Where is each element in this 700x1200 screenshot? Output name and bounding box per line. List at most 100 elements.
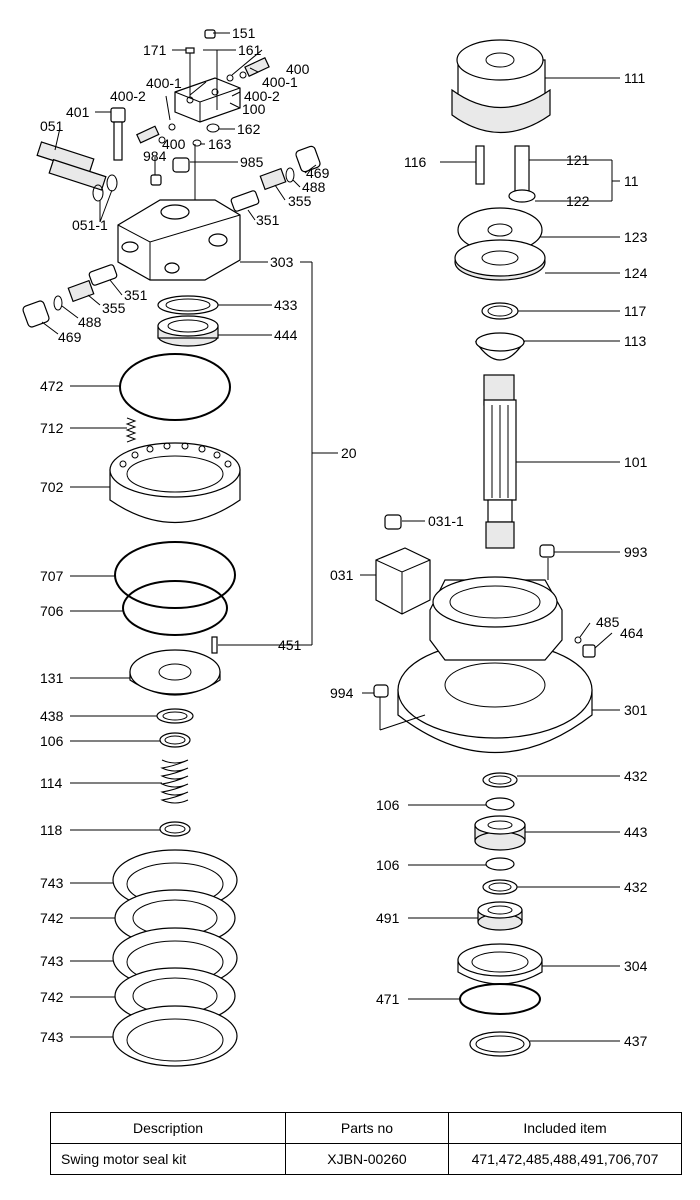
label-712: 712 <box>40 420 64 436</box>
label-433: 433 <box>274 297 298 313</box>
piston-121 <box>508 145 536 203</box>
label-491: 491 <box>376 910 400 926</box>
exploded-parts-diagram: 151 171 161 400 400-1 400-1 400-2 400-2 … <box>22 25 648 1067</box>
table-header-row: Description Parts no Included item <box>50 1112 682 1144</box>
label-469: 469 <box>306 165 330 181</box>
label-051-1: 051-1 <box>72 217 108 233</box>
label-400-2: 400-2 <box>244 88 280 104</box>
label-994: 994 <box>330 685 354 701</box>
label-301: 301 <box>624 702 648 718</box>
part-labels: 151 171 161 400 400-1 400-1 400-2 400-2 … <box>40 25 648 1049</box>
label-162: 162 <box>237 121 261 137</box>
piston-702 <box>109 442 241 523</box>
pin-116 <box>475 145 485 185</box>
plug-464 <box>582 644 596 658</box>
o-ring-472 <box>119 353 231 421</box>
label-123: 123 <box>624 229 648 245</box>
table-row: Swing motor seal kit XJBN-00260 471,472,… <box>50 1143 682 1175</box>
label-742: 742 <box>40 910 64 926</box>
label-151: 151 <box>232 25 256 41</box>
label-488: 488 <box>78 314 102 330</box>
label-400-1: 400-1 <box>262 74 298 90</box>
label-488: 488 <box>302 179 326 195</box>
label-485: 485 <box>596 614 620 630</box>
ring-432-a <box>482 772 518 788</box>
label-469: 469 <box>58 329 82 345</box>
label-106: 106 <box>376 797 400 813</box>
shoe-plate-124 <box>454 239 546 281</box>
cell-description: Swing motor seal kit <box>50 1143 286 1175</box>
label-111: 111 <box>624 70 645 86</box>
seal-491 <box>477 901 523 931</box>
label-443: 443 <box>624 824 648 840</box>
header-included-item: Included item <box>448 1112 682 1144</box>
label-743: 743 <box>40 953 64 969</box>
plug-993 <box>539 544 555 558</box>
leader-lines <box>41 32 620 1042</box>
casing-301 <box>397 576 593 754</box>
label-432: 432 <box>624 768 648 784</box>
label-985: 985 <box>240 154 264 170</box>
label-161: 161 <box>238 42 262 58</box>
label-400: 400 <box>162 136 186 152</box>
label-20: 20 <box>341 445 357 461</box>
label-163: 163 <box>208 136 232 152</box>
label-116: 116 <box>404 154 427 170</box>
label-121: 121 <box>566 152 590 168</box>
cover-304 <box>457 943 543 985</box>
label-432: 432 <box>624 879 648 895</box>
label-702: 702 <box>40 479 64 495</box>
label-351: 351 <box>124 287 148 303</box>
label-171: 171 <box>143 42 167 58</box>
label-351: 351 <box>256 212 280 228</box>
bearing-444 <box>157 315 219 347</box>
cell-parts-no: XJBN-00260 <box>285 1143 449 1175</box>
valve-plate-131 <box>129 649 221 696</box>
label-472: 472 <box>40 378 64 394</box>
label-355: 355 <box>102 300 126 316</box>
label-101: 101 <box>624 454 648 470</box>
label-400: 400 <box>286 61 310 77</box>
label-117: 117 <box>624 303 647 319</box>
label-118: 118 <box>40 822 63 838</box>
label-303: 303 <box>270 254 294 270</box>
plug-994 <box>373 684 389 698</box>
header-description: Description <box>50 1112 286 1144</box>
label-437: 437 <box>624 1033 648 1049</box>
o-ring-706 <box>122 580 228 636</box>
spring-712 <box>125 417 137 443</box>
cell-included-item: 471,472,485,488,491,706,707 <box>448 1143 682 1175</box>
label-464: 464 <box>620 625 644 641</box>
label-743: 743 <box>40 875 64 891</box>
pin-451 <box>211 636 218 654</box>
label-400-2: 400-2 <box>110 88 146 104</box>
label-742: 742 <box>40 989 64 1005</box>
ring-106-b <box>485 797 515 811</box>
label-444: 444 <box>274 327 298 343</box>
shaft-101 <box>483 374 517 549</box>
o-ring-707 <box>114 541 236 609</box>
label-451: 451 <box>278 637 302 653</box>
label-438: 438 <box>40 708 64 724</box>
ring-117 <box>481 302 519 320</box>
label-355: 355 <box>288 193 312 209</box>
o-ring-485 <box>574 636 582 644</box>
label-993: 993 <box>624 544 648 560</box>
ball-guide-113 <box>474 332 526 361</box>
ring-106-c <box>485 857 515 871</box>
label-031-1: 031-1 <box>428 513 464 529</box>
label-707: 707 <box>40 568 64 584</box>
label-11: 11 <box>624 173 639 189</box>
label-106: 106 <box>40 733 64 749</box>
label-706: 706 <box>40 603 64 619</box>
seal-kit-table: Description Parts no Included item Swing… <box>50 1112 682 1175</box>
friction-plates <box>112 849 238 1067</box>
valve-031 <box>375 514 431 615</box>
label-124: 124 <box>624 265 648 281</box>
valve-block-assembly <box>22 29 321 328</box>
ring-118 <box>159 821 191 837</box>
label-984: 984 <box>143 148 167 164</box>
label-304: 304 <box>624 958 648 974</box>
label-106: 106 <box>376 857 400 873</box>
ring-106 <box>159 732 191 748</box>
